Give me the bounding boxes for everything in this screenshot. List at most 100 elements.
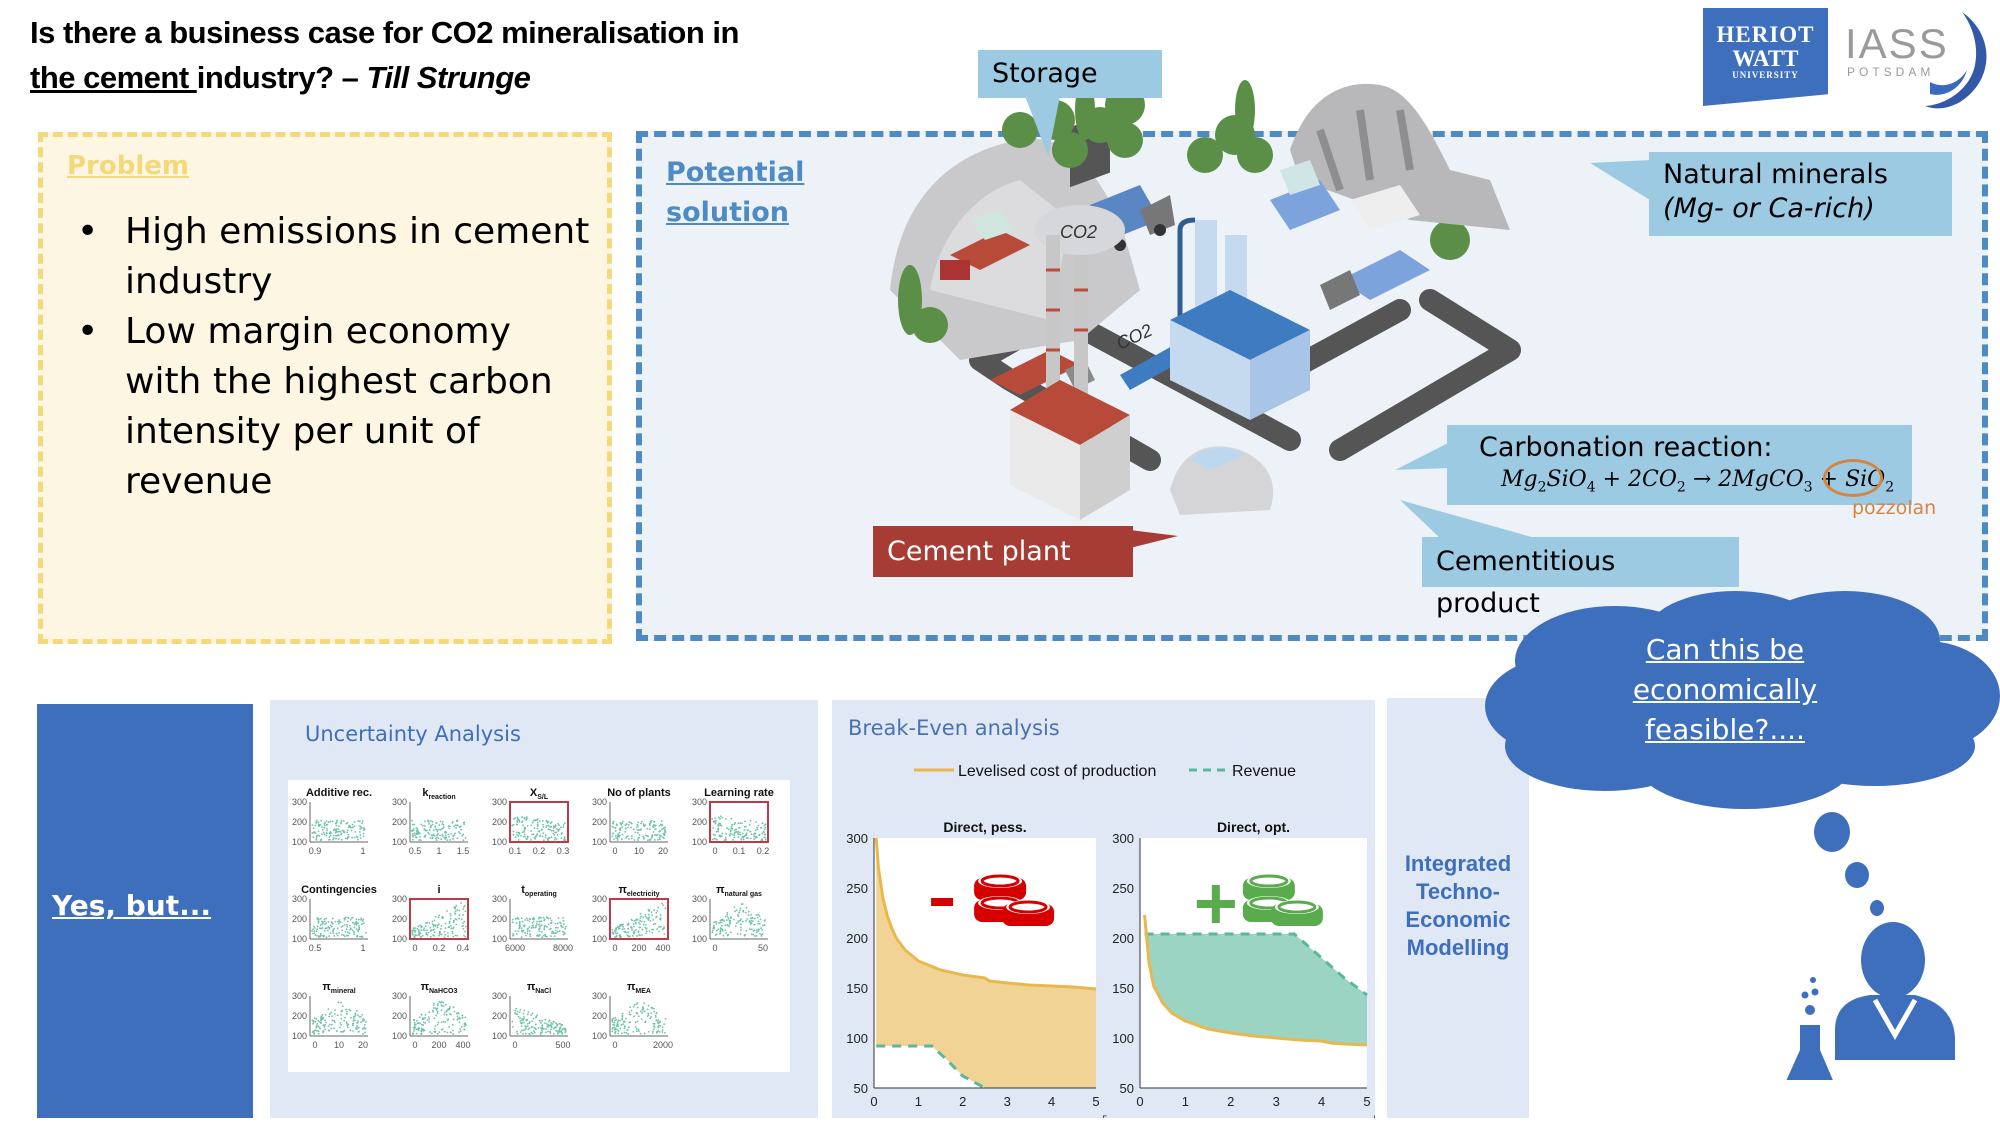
scatter-point [352,1020,355,1022]
scatter-point [624,930,627,933]
scatter-point [711,817,714,820]
scatter-point [460,828,463,831]
scatter-point [656,838,659,841]
scatter-point [621,924,624,926]
scatter-point [334,831,337,834]
y-tick-label: 200 [392,914,407,924]
scatter-point [337,1001,340,1004]
scatter-point [441,823,444,825]
scatter-point [321,828,324,831]
scatter-point [329,834,332,837]
scatter-point [643,1032,646,1035]
scatter-point [763,833,766,836]
scatter-point [333,1019,335,1022]
scatter-point [552,829,555,832]
scatter-point [325,834,328,837]
scatter-point [621,833,624,836]
scatter-point [530,927,533,929]
scatter-point [345,928,348,931]
scatter-point [736,831,739,834]
scatter-point [524,1032,527,1035]
scatter-point [624,1017,627,1020]
scatter-point [544,836,547,839]
scatter-point [456,837,459,840]
scatter-point [529,838,532,841]
scatter-point [560,1030,563,1033]
title-line1: Is there a business case for CO2 mineral… [30,15,739,50]
scatter-point [538,930,541,933]
scatter-point [351,916,354,919]
scatter-point [619,1027,622,1030]
scatter-point [534,819,537,821]
y-tick-label: 300 [492,797,507,807]
scatter-point [313,1017,316,1020]
scatter-point [623,927,626,930]
scatter-point [658,838,661,841]
co2-cloud-label: CO2 [1060,222,1097,242]
scatter-point [346,923,348,926]
scatter-point [429,819,432,822]
scatter-point [757,920,760,923]
x-tick-label: 20 [358,1040,368,1050]
scatter-point [719,932,721,935]
scatter-point [327,821,330,824]
scatter-point [318,1021,321,1023]
scatter-point [347,835,350,838]
scatter-point [718,834,721,836]
scatter-point [346,1024,349,1027]
scatter-point [325,824,328,826]
scatter-point [432,1007,435,1009]
scatter-point [745,837,748,839]
scatter-point [455,918,458,921]
mineralisation-process-illustration: CO2 CO2 [890,80,1521,520]
scatter-point [619,822,622,824]
y-tick-label: 300 [692,797,707,807]
scatter-point [647,917,650,920]
scatter-point [316,925,319,928]
scatter-point [319,839,322,842]
y-tick-label: 100 [292,837,307,847]
scatter-point [412,1026,415,1029]
scatter-point [617,1030,620,1032]
scatter-point [651,1032,654,1034]
scatter-point [715,838,718,841]
scatter-point [333,1027,336,1030]
scatter-point [660,820,663,823]
scatter-point [413,1021,416,1024]
scatter-point [739,907,742,910]
scatter-point [547,1030,549,1033]
scatter-point [644,824,647,827]
scatter-point [512,830,515,833]
scatter-point [428,829,431,831]
scatter-point [443,1013,446,1016]
scatter-point [442,823,445,826]
minerals-callout-pointer [1590,160,1650,200]
scatter-point [556,1032,559,1035]
y-tick-label: 200 [692,817,707,827]
scatter-point [433,919,436,922]
scatter-point [432,829,435,832]
scatter-point [358,824,361,827]
scatter-point [342,925,344,927]
scatter-point [341,1005,344,1008]
scatter-point [440,1021,443,1024]
excavator-icon [940,210,1030,280]
scatter-point [523,817,526,820]
scatter-point [746,829,749,832]
scatter-point [621,822,623,825]
scatter-point [611,1027,614,1030]
scatter-point [311,824,314,827]
scatter-point [647,839,649,842]
scatter-point [459,832,461,835]
scatter-point [518,1011,521,1014]
scatter-point [616,1022,619,1025]
scatter-point [736,913,739,916]
scatter-point [357,1014,359,1017]
scatter-point [648,823,651,825]
scatter-point [538,920,541,923]
scatter-point [319,1021,322,1024]
scatter-point [526,928,529,931]
scatter-point [341,838,343,841]
scatter-point [348,924,351,927]
